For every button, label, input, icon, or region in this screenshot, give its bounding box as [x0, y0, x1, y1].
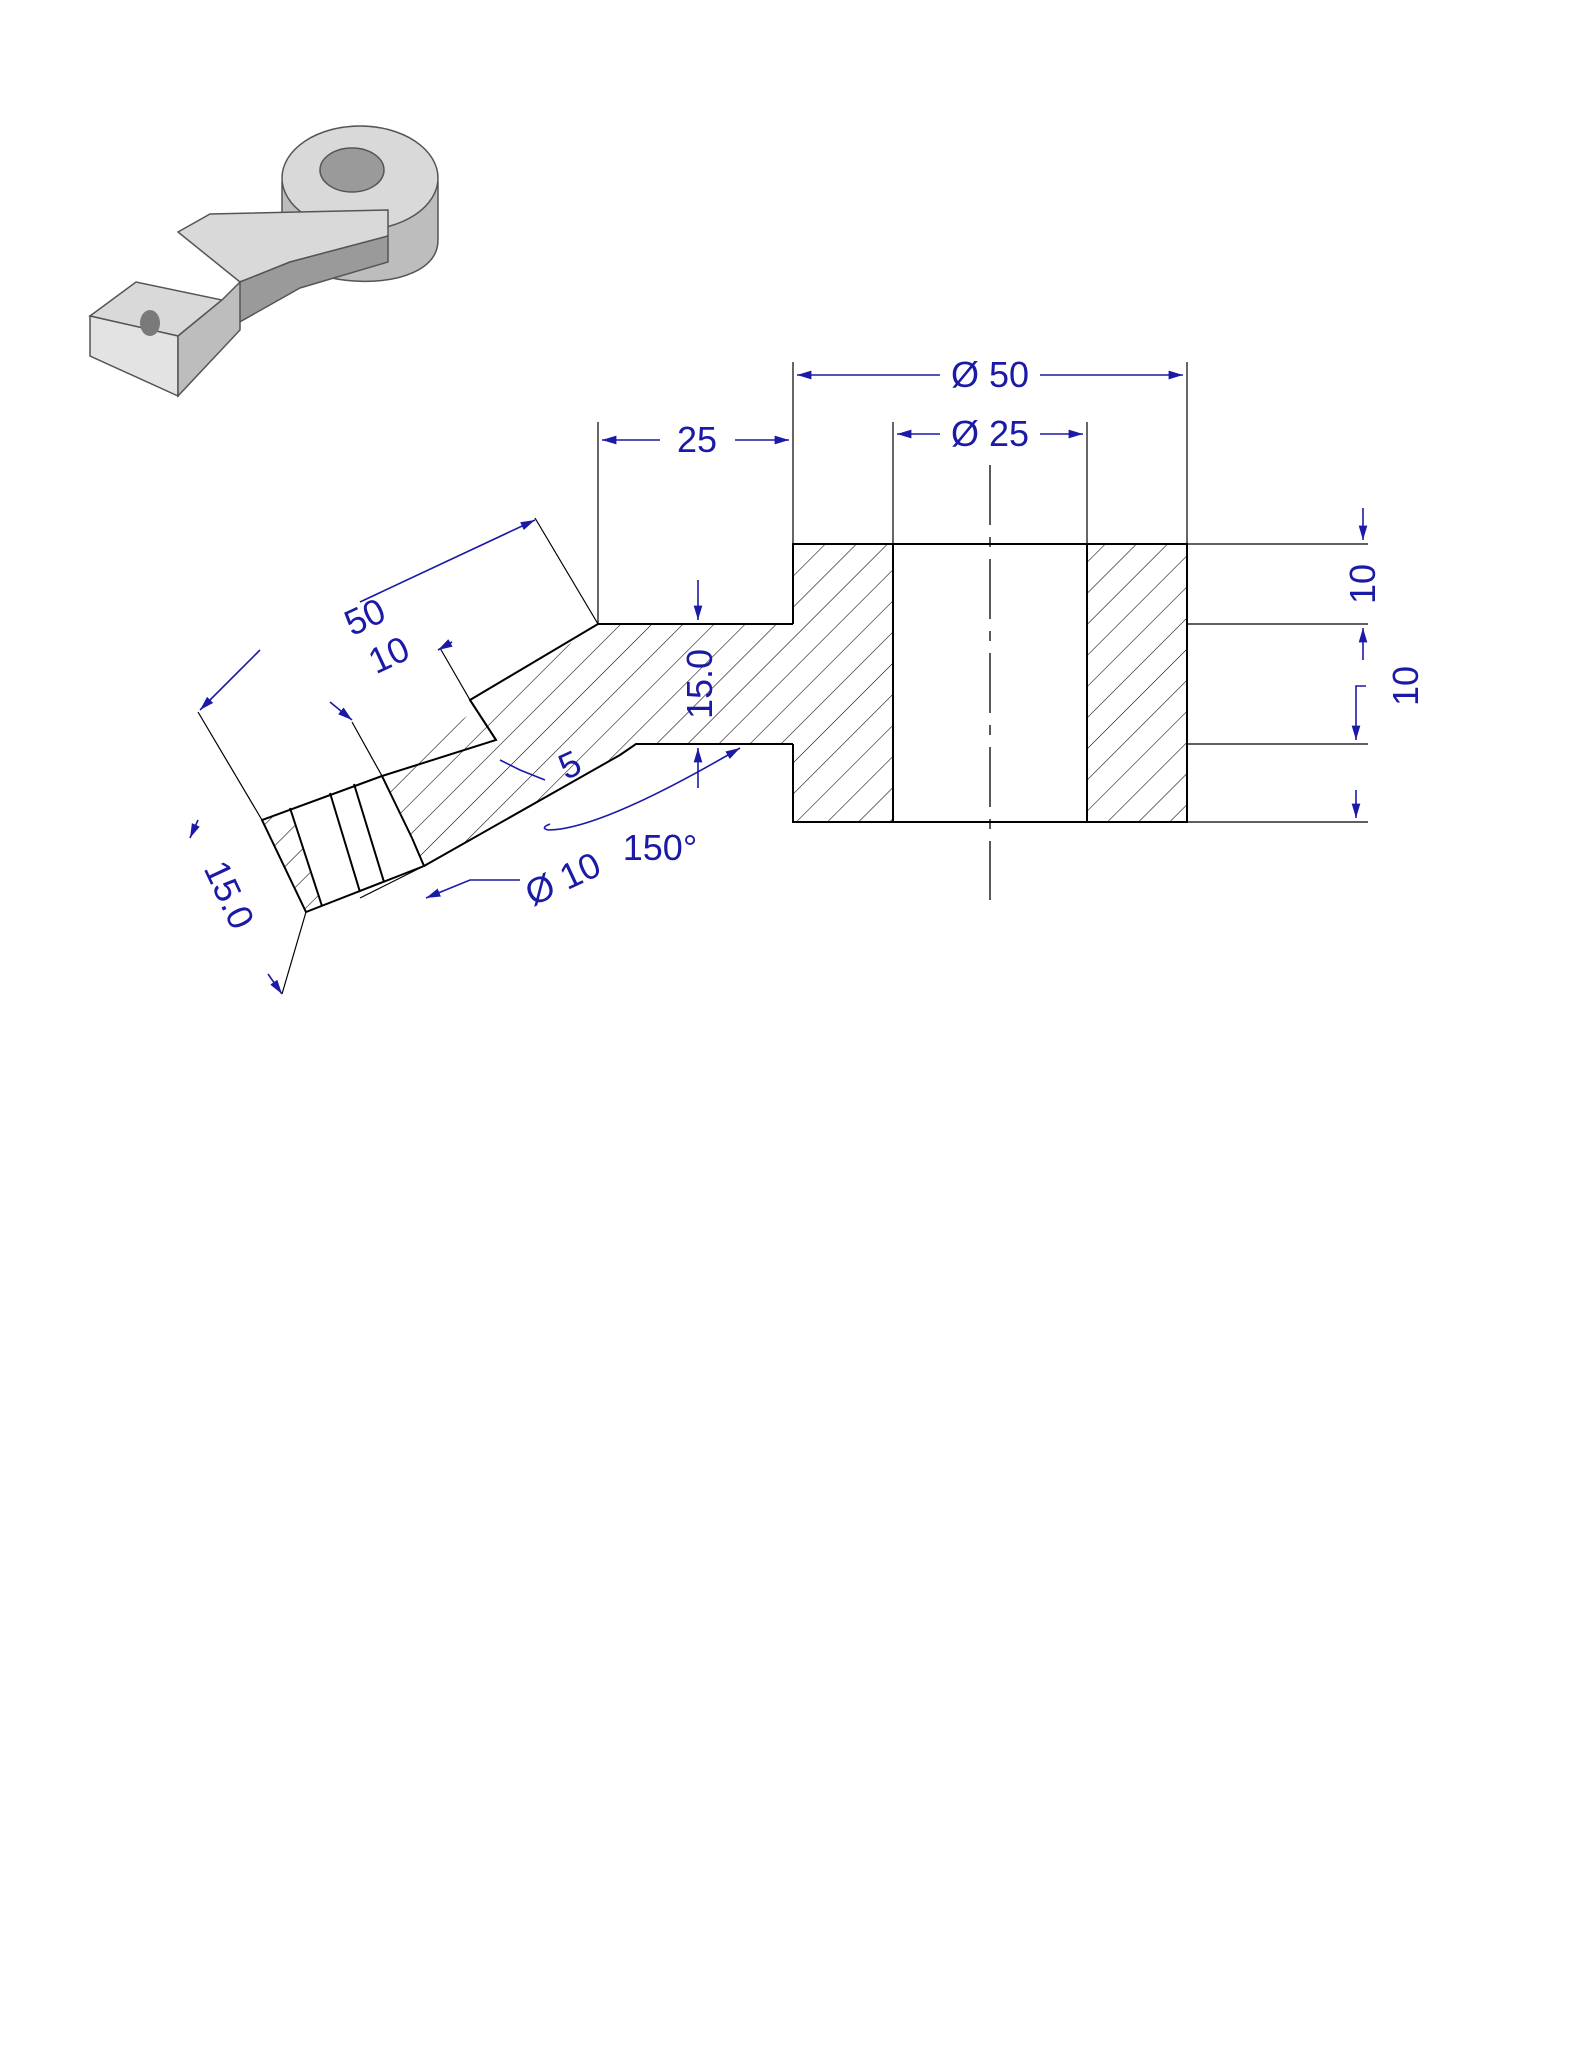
end-hole-edge-2 [329, 792, 361, 893]
dimension-lines [189, 370, 1368, 995]
section-view [260, 465, 1188, 914]
arm-bottom-edge [423, 743, 793, 867]
end-hatch [262, 808, 322, 912]
end-hole-edge-3 [353, 783, 385, 883]
isometric-view [88, 125, 439, 398]
hub-right-wall-hatch [1087, 544, 1187, 822]
end-hole-edge-1 [289, 807, 323, 907]
iso-hub-bore [319, 147, 385, 193]
dim-overall-diameter: Ø 50 [951, 354, 1029, 395]
dim-hub-step-height: 10 [1385, 666, 1426, 706]
iso-end-side [177, 280, 241, 398]
dim-hub-top-height: 10 [1342, 564, 1383, 604]
extension-lines [197, 362, 1368, 995]
arm-hatch [382, 624, 793, 866]
dim-bore-diameter: Ø 25 [951, 413, 1029, 454]
slot-outline [380, 699, 498, 839]
dim-arm-thickness: 15.0 [679, 649, 720, 719]
dim-arm-offset: 25 [677, 419, 717, 460]
iso-end-hole [140, 310, 160, 336]
dim-hole-diameter: Ø 10 [519, 844, 607, 914]
dim-end-thickness: 15.0 [196, 854, 263, 935]
dim-bend-angle: 150° [623, 827, 697, 868]
hub-left-wall-hatch [793, 544, 893, 822]
